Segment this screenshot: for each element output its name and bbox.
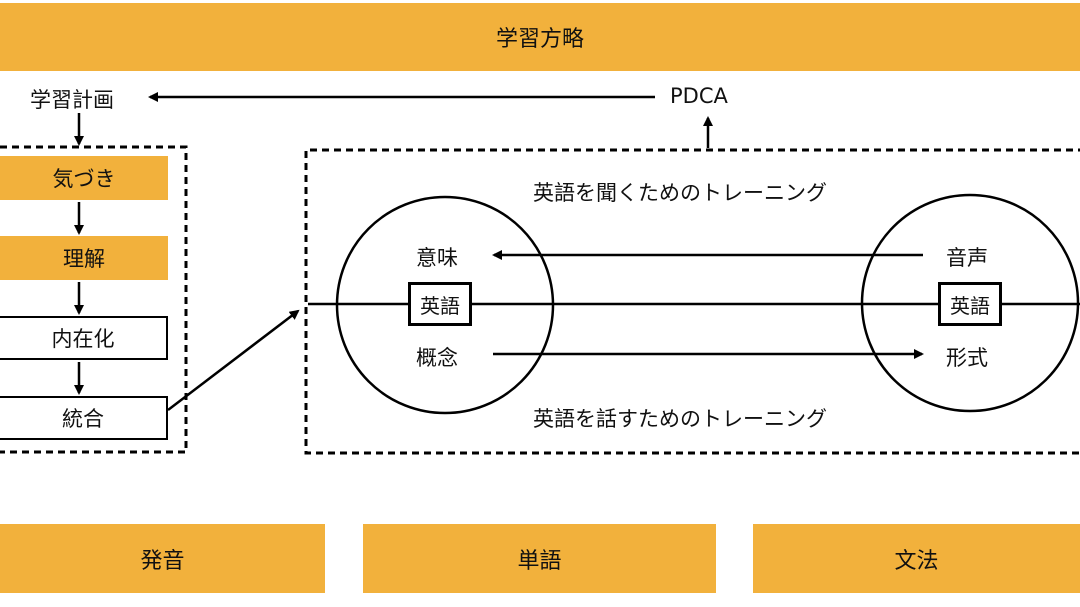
step-internalization: 内在化 bbox=[0, 316, 168, 360]
step-label: 内在化 bbox=[51, 327, 115, 351]
english-label: 英語 bbox=[420, 293, 460, 318]
sound-label: 音声 bbox=[946, 246, 988, 270]
strategy-banner: 学習方略 bbox=[0, 3, 1080, 71]
foundation-label: 発音 bbox=[140, 548, 185, 574]
foundation-vocabulary: 単語 bbox=[363, 524, 716, 593]
strategy-title: 学習方略 bbox=[495, 27, 584, 52]
form-circle bbox=[860, 193, 1080, 413]
foundation-label: 文法 bbox=[894, 548, 939, 574]
pdca-label: PDCA bbox=[670, 84, 728, 108]
foundation-grammar: 文法 bbox=[753, 524, 1080, 593]
listening-training-label: 英語を聞くためのトレーニング bbox=[533, 181, 827, 205]
concept-label: 概念 bbox=[416, 346, 458, 370]
integration-to-training-arrow bbox=[167, 309, 300, 411]
step-label: 理解 bbox=[63, 247, 105, 271]
training-dashed-frame bbox=[304, 148, 1080, 455]
meaning-label: 意味 bbox=[416, 246, 458, 270]
speaking-training-label: 英語を話すためのトレーニング bbox=[533, 407, 827, 431]
right-english-box: 英語 bbox=[938, 282, 1002, 326]
learning-plan-label: 学習計画 bbox=[30, 88, 114, 112]
meaning-circle bbox=[335, 195, 555, 415]
foundation-label: 単語 bbox=[517, 548, 562, 574]
form-label: 形式 bbox=[946, 346, 988, 370]
step-integration: 統合 bbox=[0, 396, 168, 440]
step-label: 統合 bbox=[62, 407, 104, 431]
process-dashed-frame bbox=[0, 145, 188, 454]
english-label: 英語 bbox=[950, 293, 990, 318]
step-understanding: 理解 bbox=[0, 236, 168, 280]
foundation-pronunciation: 発音 bbox=[0, 524, 325, 593]
step-label: 気づき bbox=[52, 167, 116, 191]
left-english-box: 英語 bbox=[408, 282, 472, 326]
step-awareness: 気づき bbox=[0, 156, 168, 200]
